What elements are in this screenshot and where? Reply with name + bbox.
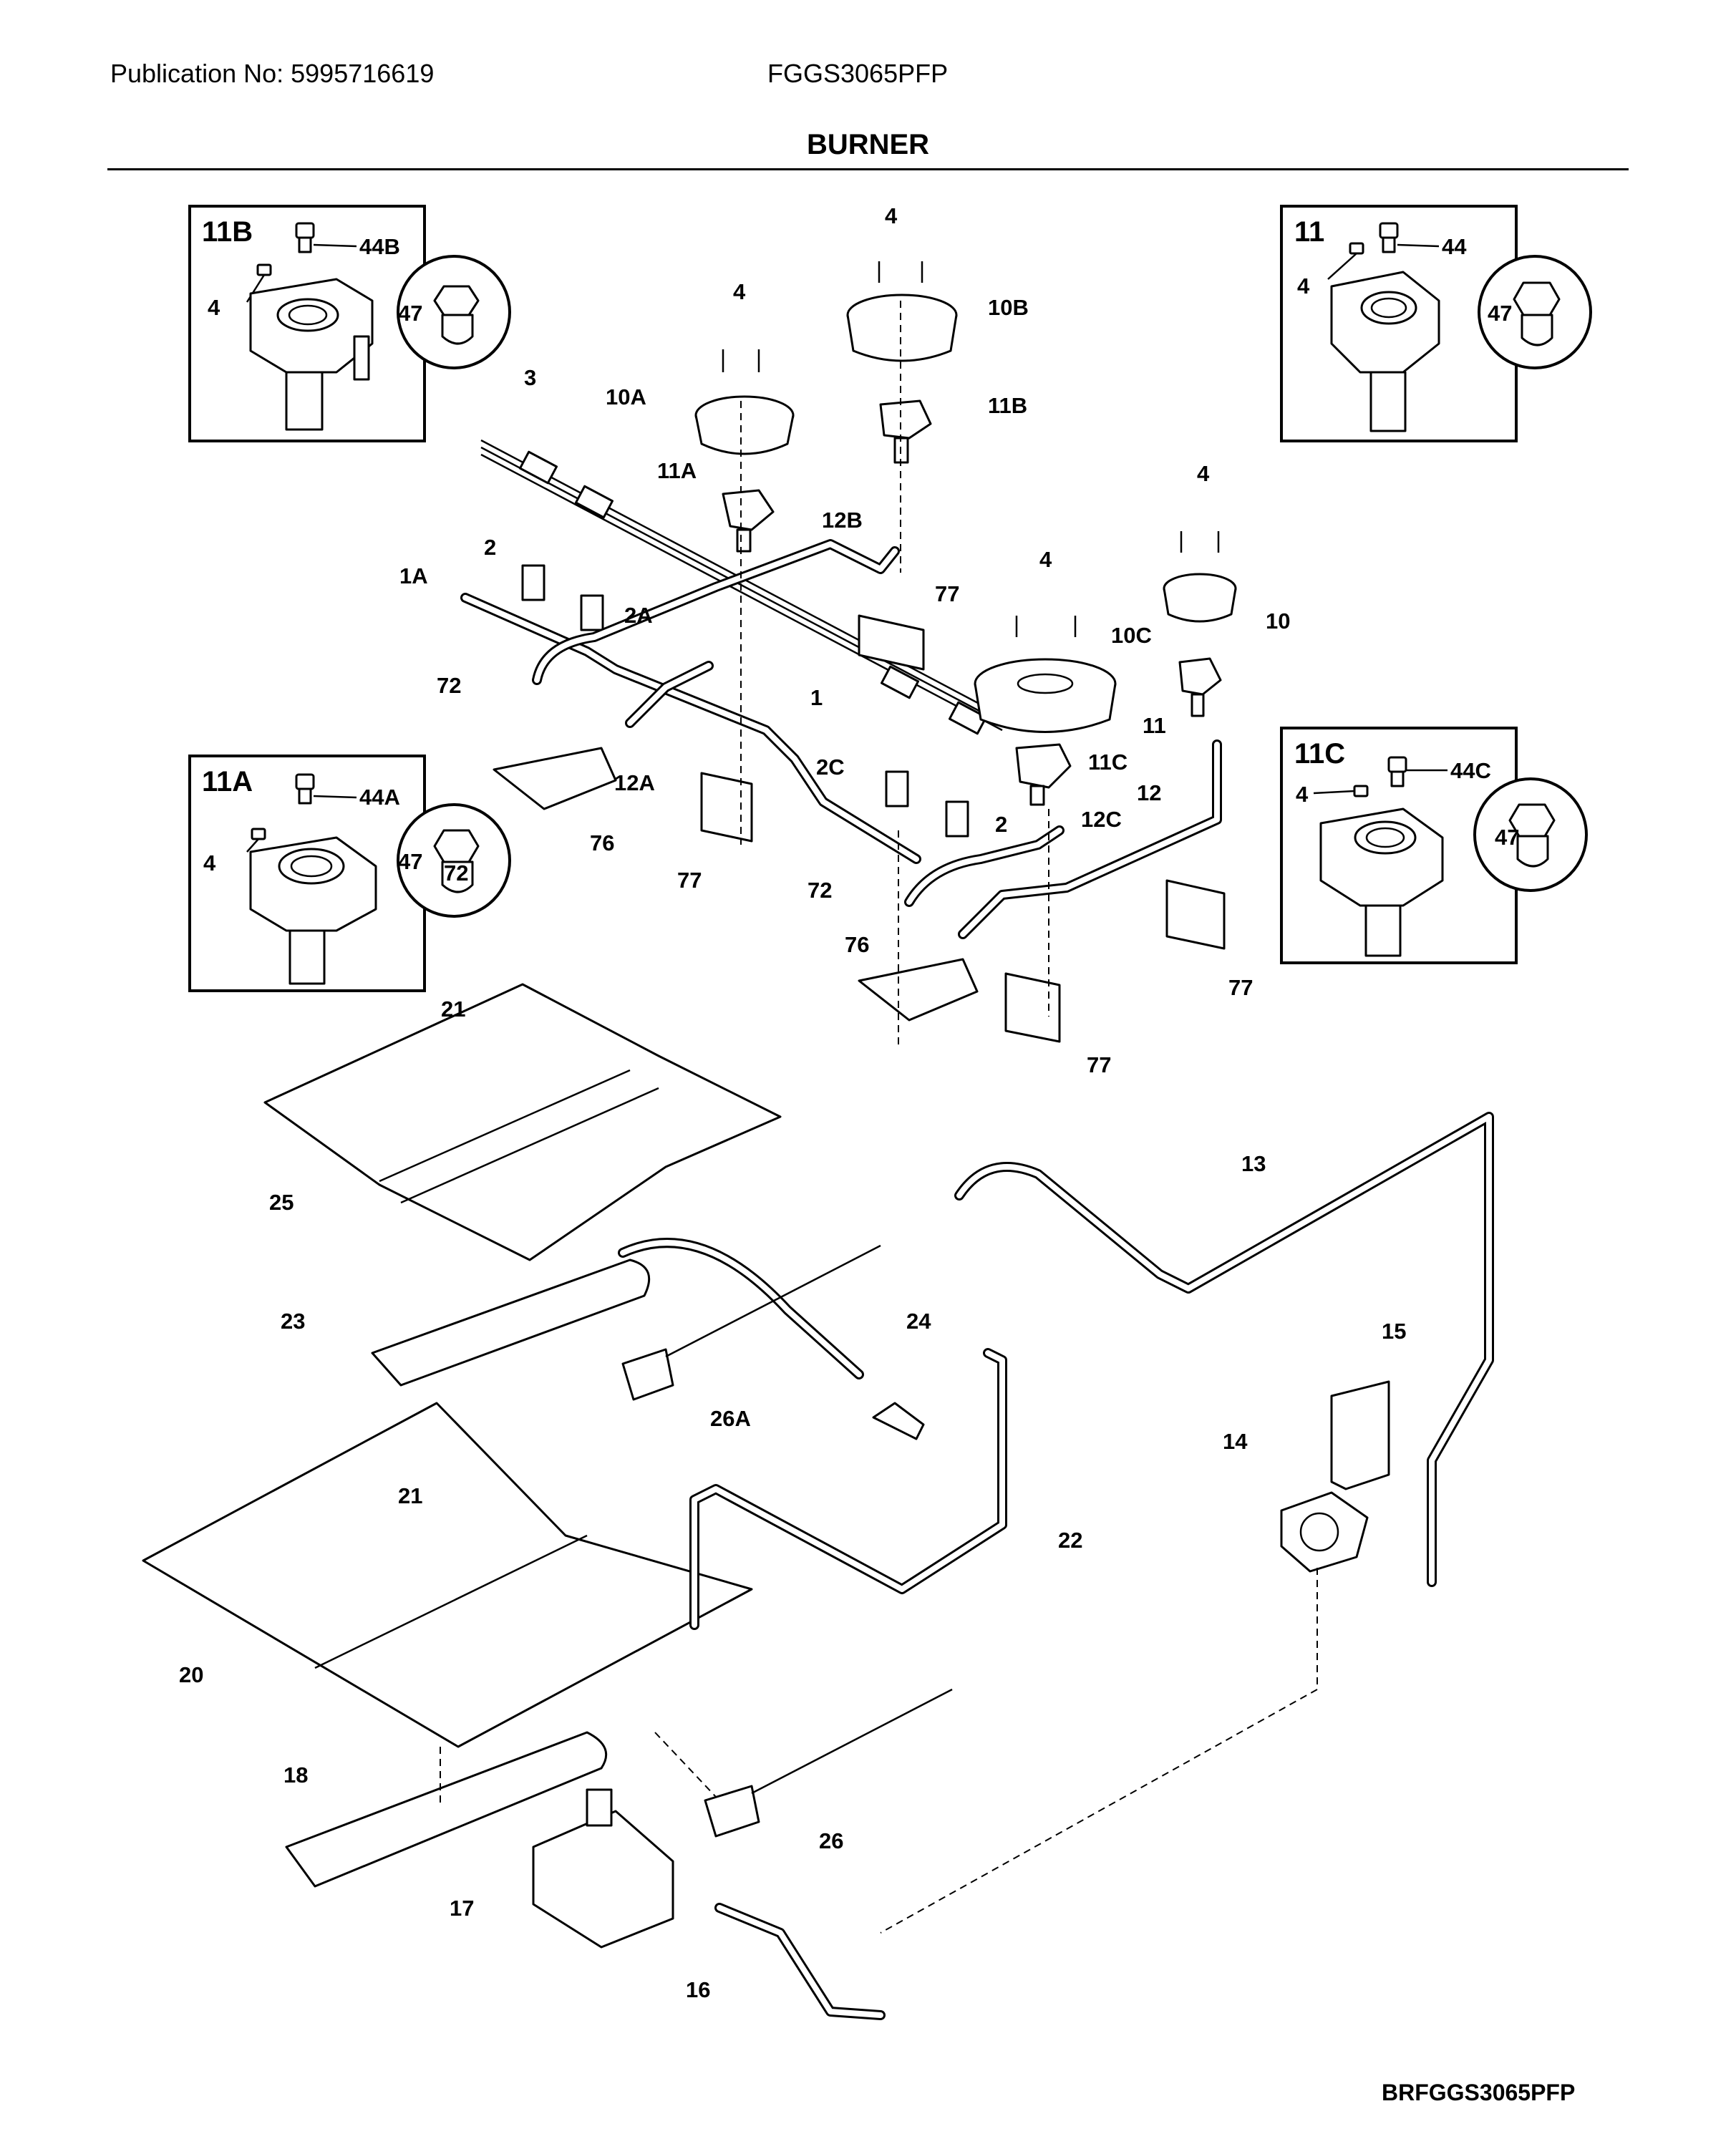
callout-12c: 12C — [1081, 807, 1122, 832]
callout-77: 77 — [677, 868, 702, 893]
upper-burner-assembly — [460, 261, 1237, 1045]
callout-10a: 10A — [606, 384, 646, 409]
callout-4: 4 — [885, 203, 898, 228]
inset-11a-label-44a: 44A — [359, 785, 400, 810]
inset-11a-label-4: 4 — [203, 850, 216, 876]
callout-13: 13 — [1241, 1151, 1266, 1176]
callout-2: 2 — [995, 812, 1007, 837]
callout-72: 72 — [437, 673, 461, 698]
callout-76: 76 — [590, 830, 614, 855]
model-number: FGGS3065PFP — [767, 59, 949, 88]
callout-1: 1 — [810, 685, 823, 710]
inset-11c: 11C 44C 4 47 — [1280, 727, 1588, 964]
callout-16: 16 — [686, 1977, 710, 2002]
callout-2: 2 — [484, 535, 496, 560]
page-title: BURNER — [806, 129, 930, 160]
callout-24: 24 — [906, 1309, 931, 1334]
callout-23: 23 — [281, 1309, 305, 1334]
diagram-code: BRFGGS3065PFP — [1382, 2080, 1576, 2105]
callout-77: 77 — [1087, 1052, 1111, 1077]
callout-10b: 10B — [988, 295, 1029, 320]
callout-77: 77 — [1228, 975, 1253, 1000]
callout-11b: 11B — [988, 393, 1027, 418]
inset-11b-label-44b: 44B — [359, 234, 400, 259]
callout-15: 15 — [1382, 1319, 1406, 1344]
callout-10: 10 — [1266, 608, 1290, 634]
inset-11b: 11B 44B 4 47 — [188, 205, 511, 442]
header-rule — [107, 168, 1629, 170]
callout-4: 4 — [1197, 461, 1210, 486]
callout-4: 4 — [733, 279, 746, 304]
callout-12a: 12A — [614, 770, 655, 795]
inset-11c-label-44c: 44C — [1450, 758, 1491, 783]
callout-72: 72 — [808, 878, 832, 903]
inset-11c-label-47: 47 — [1495, 825, 1519, 850]
callout-18: 18 — [283, 1762, 308, 1788]
callout-22: 22 — [1058, 1528, 1082, 1553]
callout-26a: 26A — [710, 1406, 751, 1431]
callout-10c: 10C — [1111, 623, 1152, 648]
inset-11-label-47: 47 — [1488, 301, 1512, 326]
callout-11c: 11C — [1088, 750, 1128, 775]
callout-labels: 4 10B 11B 4 10A 11A 3 12B 2 1A 2A 77 72 … — [179, 203, 1406, 2002]
callout-2a: 2A — [624, 603, 653, 628]
inset-11c-title: 11C — [1294, 738, 1345, 770]
callout-17: 17 — [450, 1896, 474, 1921]
callout-20: 20 — [179, 1662, 203, 1687]
callout-1a: 1A — [399, 563, 428, 588]
callout-12b: 12B — [822, 508, 863, 533]
inset-11b-title: 11B — [202, 216, 253, 248]
callout-72: 72 — [444, 860, 468, 886]
inset-11-title: 11 — [1294, 216, 1324, 248]
callout-77: 77 — [935, 581, 959, 606]
callout-4: 4 — [1039, 547, 1052, 572]
callout-76: 76 — [845, 932, 869, 957]
callout-25: 25 — [269, 1190, 294, 1215]
callout-2c: 2C — [816, 755, 845, 780]
inset-11c-label-4: 4 — [1296, 782, 1309, 807]
callout-14: 14 — [1223, 1429, 1248, 1454]
callout-21: 21 — [398, 1483, 422, 1508]
publication-number: Publication No: 5995716619 — [110, 59, 435, 88]
inset-11: 11 44 4 47 — [1280, 205, 1592, 442]
callout-12: 12 — [1137, 780, 1161, 805]
inset-11-label-44: 44 — [1442, 234, 1467, 259]
lower-burner-assembly — [142, 983, 1494, 2020]
callout-26: 26 — [819, 1828, 843, 1853]
callout-3: 3 — [524, 365, 536, 390]
inset-11-label-4: 4 — [1297, 273, 1310, 299]
inset-11a-title: 11A — [202, 766, 253, 797]
inset-11a: 11A 44A 4 47 — [188, 755, 511, 992]
inset-11b-label-47: 47 — [398, 301, 422, 326]
callout-11a: 11A — [657, 458, 697, 483]
callout-21: 21 — [441, 996, 465, 1022]
callout-11: 11 — [1143, 713, 1166, 738]
inset-11a-label-47: 47 — [398, 849, 422, 874]
inset-11b-label-4: 4 — [208, 295, 220, 320]
